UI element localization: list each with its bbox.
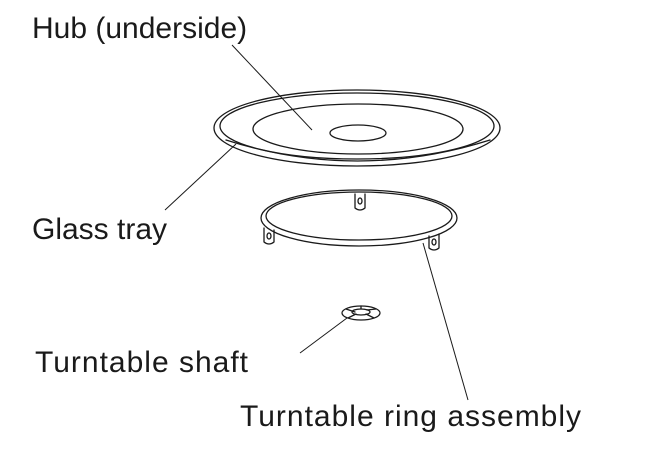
hub-label: Hub (underside) <box>32 12 248 45</box>
hub <box>329 124 387 142</box>
turntable-ring-assembly <box>260 189 458 251</box>
hub-leader <box>231 44 313 131</box>
ring-leader <box>422 242 469 401</box>
glass-tray <box>213 89 501 167</box>
turntable-ring-label: Turntable ring assembly <box>240 400 583 433</box>
glass-tray-label: Glass tray <box>32 213 168 246</box>
glass-tray-leader <box>164 143 237 211</box>
turntable-shaft-label: Turntable shaft <box>35 346 249 379</box>
turntable-shaft <box>341 305 381 321</box>
shaft-leader <box>299 317 348 354</box>
leader-lines <box>164 44 469 401</box>
